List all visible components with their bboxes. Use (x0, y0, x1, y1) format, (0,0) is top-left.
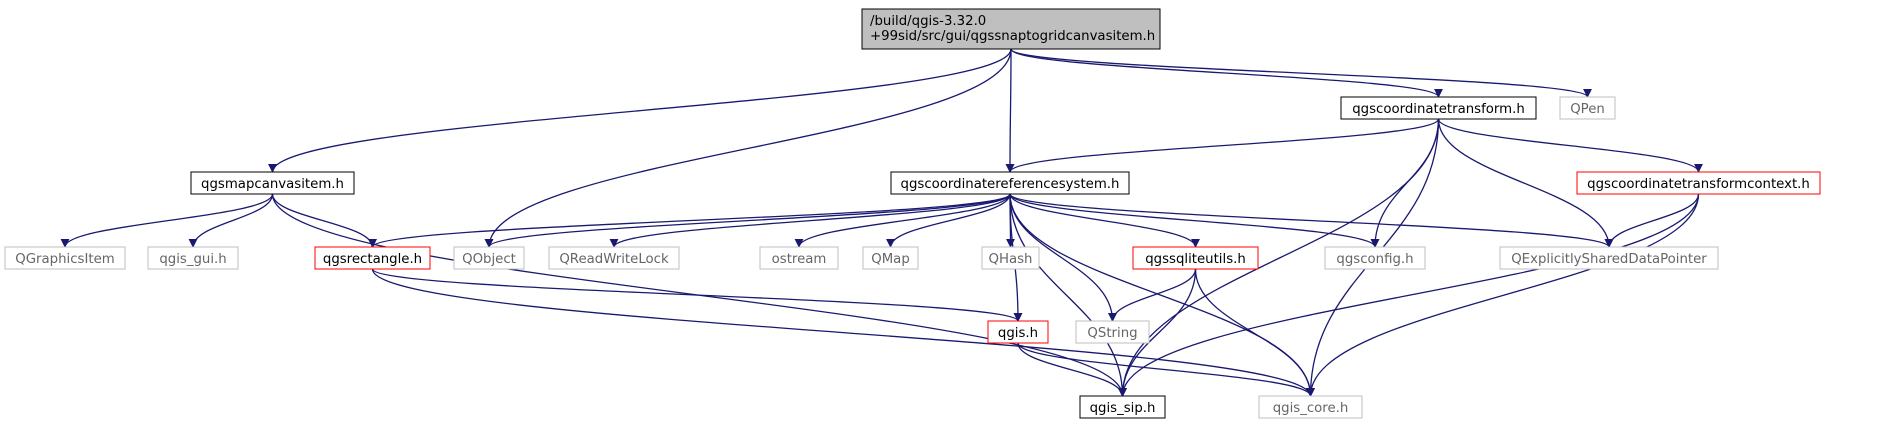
edge-qgscoordinatetransform-to-qgscoordinatereferencesystem (1005, 118, 1440, 173)
node-box-qhash (981, 246, 1040, 270)
node-qexplicitlyshareddatapointer: QExplicitlySharedDataPointer (1499, 246, 1719, 270)
edge-qgscoordinatereferencesystem-to-qexplicitlyshareddatapointer (1009, 193, 1614, 248)
node-box-qgsrectangle (314, 246, 431, 270)
node-box-qgsconfig (1324, 246, 1426, 270)
node-label-qgsmapcanvasitem: qgsmapcanvasitem.h (201, 177, 344, 192)
edge-qgscoordinatetransformcontext-to-qgis_core (1306, 193, 1700, 397)
node-label-qgsconfig: qgsconfig.h (1336, 252, 1413, 267)
node-label-qgscoordinatereferencesystem: qgscoordinatereferencesystem.h (901, 177, 1120, 192)
node-label-qgis: qgis.h (998, 326, 1038, 341)
edge-qgscoordinatetransform-to-qgis_sip (1118, 118, 1440, 397)
nodes-layer: /build/qgis-3.32.0+99sid/src/gui/qgssnap… (4, 8, 1821, 419)
node-label-qgis_sip: qgis_sip.h (1090, 401, 1156, 416)
node-box-qgscoordinatetransform (1340, 96, 1537, 120)
node-qpen: QPen (1559, 96, 1616, 120)
node-label-qpen: QPen (1570, 102, 1605, 117)
edge-qgscoordinatetransform-to-qgscoordinatetransformcontext (1437, 118, 1703, 173)
node-label-qgis_core: qgis_core.h (1273, 401, 1349, 416)
node-qreadwritelock: QReadWriteLock (548, 246, 680, 270)
node-label-qmap: QMap (871, 252, 910, 267)
edge-qgscoordinatereferencesystem-to-qgis_sip (1009, 193, 1127, 397)
node-ostream: ostream (759, 246, 839, 270)
edge-root-to-qobject (484, 48, 1012, 248)
node-qgis_core: qgis_core.h (1258, 395, 1363, 419)
node-label-qobject: QObject (462, 252, 516, 267)
node-qgscoordinatetransform[interactable]: qgscoordinatetransform.h (1340, 96, 1537, 120)
node-box-qstring (1075, 320, 1150, 344)
node-label-root: /build/qgis-3.32.0 (870, 14, 986, 29)
edge-qgscoordinatetransformcontext-to-qexplicitlyshareddatapointer (1604, 193, 1700, 248)
node-box-qgis (987, 320, 1049, 344)
node-qmap: QMap (862, 246, 919, 270)
edge-qgssqliteutils-to-qstring (1108, 268, 1197, 322)
edge-root-to-qgscoordinatereferencesystem (1005, 48, 1015, 173)
edge-qgscoordinatereferencesystem-to-qgssqliteutils (1009, 193, 1200, 248)
node-box-qgis_core (1258, 395, 1363, 419)
edge-qgsrectangle-to-qgis (371, 268, 1023, 322)
node-box-qgscoordinatereferencesystem (890, 171, 1130, 195)
edge-qgscoordinatereferencesystem-to-ostream (794, 193, 1011, 248)
node-label-qhash: QHash (989, 252, 1033, 267)
edge-qgsmapcanvasitem-to-qgsrectangle (271, 193, 377, 248)
node-qgssqliteutils[interactable]: qgssqliteutils.h (1132, 246, 1259, 270)
node-box-qgraphicsitem (4, 246, 126, 270)
node-label-qreadwritelock: QReadWriteLock (559, 252, 669, 267)
edge-root-to-qgsmapcanvasitem (268, 48, 1012, 173)
edges-layer (60, 48, 1703, 397)
node-box-qgis_sip (1079, 395, 1166, 419)
node-qhash: QHash (981, 246, 1040, 270)
node-qobject: QObject (453, 246, 525, 270)
node-label-ostream: ostream (772, 252, 827, 267)
node-label-qgraphicsitem: QGraphicsItem (15, 252, 114, 267)
edge-qgscoordinatetransform-to-qexplicitlyshareddatapointer (1437, 118, 1614, 248)
node-root[interactable]: /build/qgis-3.32.0+99sid/src/gui/qgssnap… (861, 8, 1161, 50)
node-qgis[interactable]: qgis.h (987, 320, 1049, 344)
edge-root-to-qgscoordinatetransform (1010, 48, 1443, 98)
edge-qgis-to-qgis_sip (1017, 342, 1127, 397)
node-label-qstring: QString (1087, 326, 1137, 341)
node-box-root (861, 8, 1161, 50)
node-box-qgscoordinatetransformcontext (1576, 171, 1821, 195)
node-qgsrectangle[interactable]: qgsrectangle.h (314, 246, 431, 270)
edge-qgscoordinatereferencesystem-to-qgsrectangle (368, 193, 1011, 248)
node-box-qpen (1559, 96, 1616, 120)
node-label-qgssqliteutils: qgssqliteutils.h (1145, 252, 1246, 267)
node-qgsconfig: qgsconfig.h (1324, 246, 1426, 270)
node-qgscoordinatereferencesystem[interactable]: qgscoordinatereferencesystem.h (890, 171, 1130, 195)
edge-qgssqliteutils-to-qgis_sip (1118, 268, 1197, 397)
node-box-ostream (759, 246, 839, 270)
node-label-qgscoordinatetransformcontext: qgscoordinatetransformcontext.h (1587, 177, 1810, 192)
node-qgraphicsitem: QGraphicsItem (4, 246, 126, 270)
node-label-qgscoordinatetransform: qgscoordinatetransform.h (1352, 102, 1525, 117)
edge-qgscoordinatereferencesystem-to-qmap (886, 193, 1011, 248)
edge-qgis-to-qgis_core (1017, 342, 1315, 397)
node-qstring: QString (1075, 320, 1150, 344)
edge-qgssqliteutils-to-qgis_core (1194, 268, 1315, 397)
node-box-qobject (453, 246, 525, 270)
node-box-qgssqliteutils (1132, 246, 1259, 270)
node-box-qexplicitlyshareddatapointer (1499, 246, 1719, 270)
node-qgis_sip[interactable]: qgis_sip.h (1079, 395, 1166, 419)
edge-qgsmapcanvasitem-to-qgis_gui (188, 193, 274, 248)
node-box-qmap (862, 246, 919, 270)
edge-root-to-qpen (1010, 48, 1592, 98)
edge-qgscoordinatetransformcontext-to-qgis_sip (1118, 193, 1700, 397)
edge-qgsmapcanvasitem-to-qgraphicsitem (60, 193, 274, 248)
edge-qgscoordinatereferencesystem-to-qobject (484, 193, 1011, 248)
node-qgscoordinatetransformcontext[interactable]: qgscoordinatetransformcontext.h (1576, 171, 1821, 195)
edge-qgscoordinatereferencesystem-to-qgsconfig (1009, 193, 1380, 248)
node-label-qgis_gui: qgis_gui.h (159, 252, 226, 267)
node-label-qgsrectangle: qgsrectangle.h (323, 252, 422, 267)
node-qgis_gui: qgis_gui.h (147, 246, 239, 270)
node-box-qreadwritelock (548, 246, 680, 270)
node-box-qgsmapcanvasitem (190, 171, 355, 195)
node-label-root: +99sid/src/gui/qgssnaptogridcanvasitem.h (870, 29, 1155, 44)
node-qgsmapcanvasitem[interactable]: qgsmapcanvasitem.h (190, 171, 355, 195)
edge-qgscoordinatereferencesystem-to-qreadwritelock (609, 193, 1011, 248)
node-label-qexplicitlyshareddatapointer: QExplicitlySharedDataPointer (1511, 252, 1707, 267)
edge-qgsrectangle-to-qgis_core (371, 268, 1315, 397)
node-box-qgis_gui (147, 246, 239, 270)
